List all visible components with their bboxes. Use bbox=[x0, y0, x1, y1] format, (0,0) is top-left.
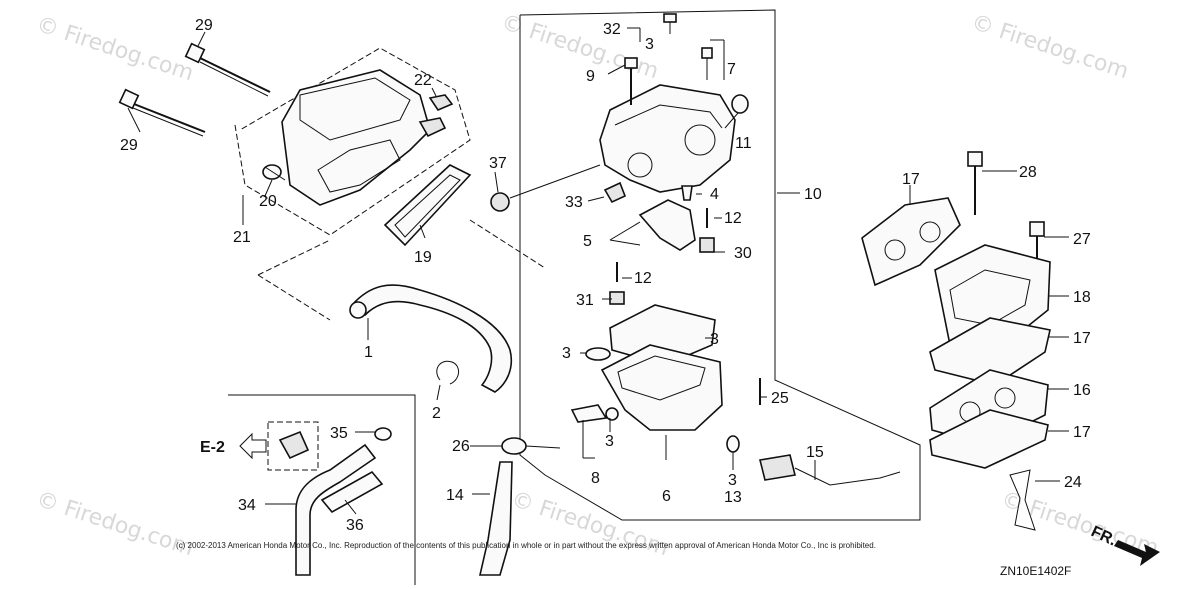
knob-37 bbox=[490, 192, 510, 212]
gasket-17-top bbox=[861, 197, 961, 287]
carburetor-body bbox=[599, 84, 736, 193]
clip-2 bbox=[436, 360, 459, 385]
callout-37: 37 bbox=[489, 155, 507, 172]
callout-29: 29 bbox=[120, 137, 138, 154]
nut-22 bbox=[428, 94, 454, 111]
callout-19: 19 bbox=[414, 249, 432, 266]
watermark: © Firedog.com bbox=[968, 10, 1131, 84]
watermark: © Firedog.com bbox=[33, 487, 196, 561]
clip-24 bbox=[1009, 469, 1036, 531]
diagram-code: ZN10E1402F bbox=[1000, 564, 1071, 578]
callout-34: 34 bbox=[238, 497, 256, 514]
air-elbow bbox=[281, 69, 431, 206]
air-elbow-group bbox=[118, 42, 546, 393]
section-ref-label: E-2 bbox=[200, 439, 225, 456]
callout-9: 9 bbox=[586, 68, 595, 85]
callout-3: 3 bbox=[562, 345, 571, 362]
callout-20: 20 bbox=[259, 193, 277, 210]
breather-group bbox=[228, 394, 416, 585]
insulator-group bbox=[861, 151, 1051, 531]
bolt-29-upper bbox=[184, 42, 271, 97]
callout-8: 8 bbox=[591, 470, 600, 487]
callout-3: 3 bbox=[710, 331, 719, 348]
callout-21: 21 bbox=[233, 229, 251, 246]
o-ring-11 bbox=[731, 94, 749, 114]
left-arrow-icon bbox=[239, 432, 267, 460]
callout-32: 32 bbox=[603, 21, 621, 38]
watermark: © Firedog.com bbox=[33, 12, 196, 86]
callout-10: 10 bbox=[804, 186, 822, 203]
forward-arrow-icon bbox=[1114, 540, 1160, 566]
callout-27: 27 bbox=[1073, 231, 1091, 248]
callout-4: 4 bbox=[710, 186, 719, 203]
screw-32 bbox=[663, 13, 677, 23]
bolt-29-lower bbox=[118, 88, 206, 137]
callout-3: 3 bbox=[728, 472, 737, 489]
washer-3 bbox=[585, 347, 611, 361]
float-5 bbox=[638, 199, 696, 251]
gasket-19 bbox=[383, 164, 472, 247]
callout-6: 6 bbox=[662, 488, 671, 505]
callout-14: 14 bbox=[446, 487, 464, 504]
callout-33: 33 bbox=[565, 194, 583, 211]
gasket-17-bottom bbox=[929, 409, 1049, 469]
gasket-17-mid bbox=[929, 317, 1051, 386]
callout-30: 30 bbox=[734, 245, 752, 262]
callout-25: 25 bbox=[771, 390, 789, 407]
clamp-26 bbox=[501, 437, 527, 455]
callout-2: 2 bbox=[432, 405, 441, 422]
callouts: 29 29 22 20 21 19 1 2 37 32 3 9 7 11 10 … bbox=[120, 17, 1091, 534]
callout-36: 36 bbox=[346, 517, 364, 534]
callout-17: 17 bbox=[1073, 330, 1091, 347]
callout-28: 28 bbox=[1019, 164, 1037, 181]
callout-18: 18 bbox=[1073, 289, 1091, 306]
callout-17: 17 bbox=[902, 171, 920, 188]
callout-26: 26 bbox=[452, 438, 470, 455]
callout-15: 15 bbox=[806, 444, 824, 461]
carburetor-group bbox=[478, 9, 921, 576]
copyright-notice: (c) 2002-2013 American Honda Motor Co., … bbox=[176, 541, 876, 550]
tube-14 bbox=[478, 461, 513, 576]
callout-3: 3 bbox=[605, 433, 614, 450]
callout-16: 16 bbox=[1073, 382, 1091, 399]
leader-lines bbox=[127, 27, 1069, 515]
bowl-gasket-3 bbox=[609, 304, 716, 366]
callout-29: 29 bbox=[195, 17, 213, 34]
callout-1: 1 bbox=[364, 344, 373, 361]
callout-11: 11 bbox=[735, 135, 752, 152]
callout-35: 35 bbox=[330, 425, 348, 442]
hose-1 bbox=[350, 284, 513, 393]
callout-13: 13 bbox=[724, 489, 742, 506]
section-reference: E-2 bbox=[200, 432, 267, 460]
watermark: © Firedog.com bbox=[498, 10, 661, 84]
tube-34 bbox=[295, 443, 377, 576]
tube-36 bbox=[320, 470, 384, 514]
callout-22: 22 bbox=[414, 72, 432, 89]
callout-5: 5 bbox=[583, 233, 592, 250]
callout-12: 12 bbox=[724, 210, 742, 227]
callout-12: 12 bbox=[634, 270, 652, 287]
callout-3: 3 bbox=[645, 36, 654, 53]
callout-24: 24 bbox=[1064, 474, 1082, 491]
callout-17: 17 bbox=[1073, 424, 1091, 441]
watermark: © Firedog.com bbox=[508, 487, 671, 561]
callout-31: 31 bbox=[576, 292, 594, 309]
callout-7: 7 bbox=[727, 61, 736, 78]
